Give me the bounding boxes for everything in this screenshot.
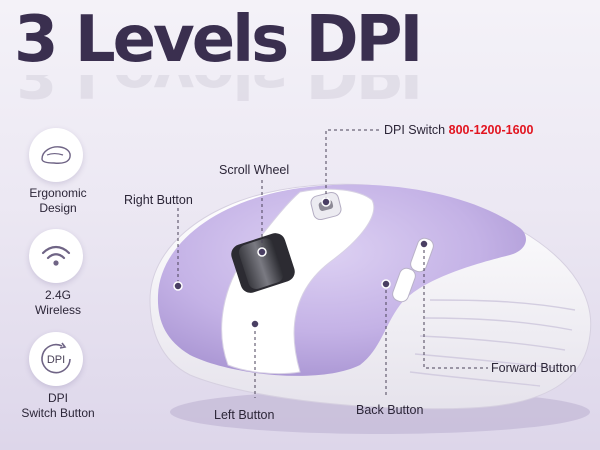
callout-dpi-switch-label: DPI Switch xyxy=(384,123,446,137)
callout-right-button: Right Button xyxy=(124,193,193,207)
feature-ergonomic xyxy=(29,128,83,182)
callout-lines xyxy=(177,129,488,398)
feature-label-ergonomic: Ergonomic Design xyxy=(29,186,87,215)
callout-dots xyxy=(173,197,429,329)
feature-label-dpi-switch: DPI Switch Button xyxy=(21,391,95,420)
callout-dpi-range: 800-1200-1600 xyxy=(448,123,534,137)
callout-scroll-wheel: Scroll Wheel xyxy=(219,163,290,177)
ergonomic-mouse-icon xyxy=(41,146,71,164)
feature-dpi-switch: DPI xyxy=(29,332,83,386)
scroll-wheel xyxy=(238,238,284,289)
back-side-button xyxy=(392,267,416,303)
dpi-icon-text: DPI xyxy=(47,354,65,366)
wifi-icon xyxy=(41,245,71,266)
callout-left-button: Left Button xyxy=(214,408,275,422)
callout-forward-button: Forward Button xyxy=(491,361,577,375)
feature-wireless xyxy=(29,229,83,283)
callout-dpi-switch: DPI Switch 800-1200-1600 xyxy=(384,123,533,137)
headline: 3 Levels DPI xyxy=(14,3,423,77)
feature-label-wireless: 2.4G Wireless xyxy=(34,288,81,317)
callout-back-button: Back Button xyxy=(356,403,424,417)
side-grip-lines xyxy=(409,299,576,387)
dpi-switch-icon: DPI xyxy=(41,342,71,374)
